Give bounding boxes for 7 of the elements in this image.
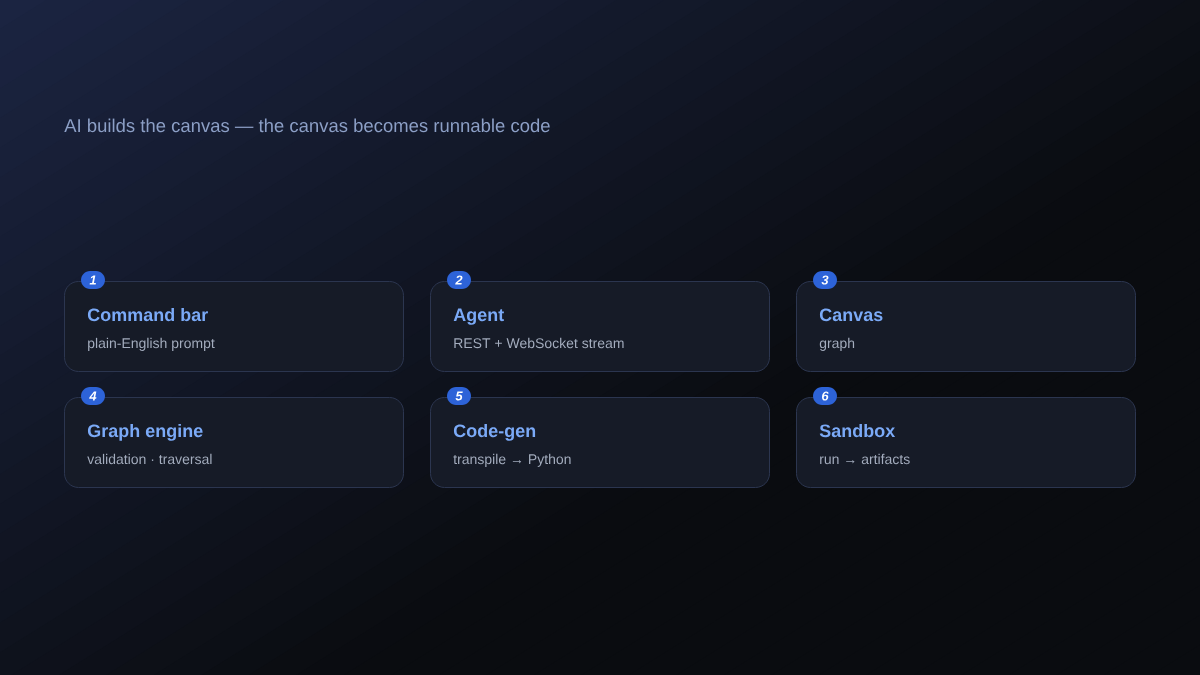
subtitle: AI builds the canvas — the canvas becomes runnable code: [64, 118, 550, 133]
number-badge: 5: [447, 387, 471, 405]
number-badge: 2: [447, 271, 471, 289]
number-badge: 6: [813, 387, 837, 405]
number-badge: 4: [81, 387, 105, 405]
number-badge: 1: [81, 271, 105, 289]
number-badge: 3: [813, 271, 837, 289]
